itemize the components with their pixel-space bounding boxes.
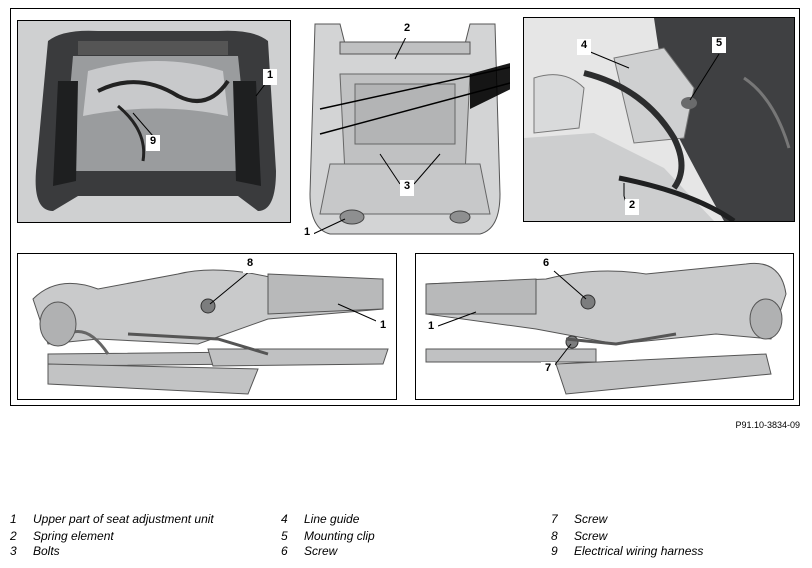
side-view-right-illustration xyxy=(425,262,787,395)
legend-label: Mounting clip xyxy=(304,529,375,543)
legend-number: 9 xyxy=(551,544,558,558)
callout-8: 8 xyxy=(247,257,253,269)
panel-line-guide-detail: 4 5 2 xyxy=(523,17,795,222)
legend-number: 8 xyxy=(551,529,558,543)
panel-side-view-right: 6 1 7 xyxy=(415,253,794,400)
legend-item: 1 Upper part of seat adjustment unit xyxy=(10,512,214,526)
legend-number: 5 xyxy=(281,529,288,543)
legend-label: Line guide xyxy=(304,512,360,526)
callout-layer-top-right: 4 5 2 xyxy=(577,37,726,215)
panel-seat-frame-front-view: 2 3 1 xyxy=(300,14,510,246)
legend-label: Spring element xyxy=(33,529,114,543)
legend-number: 4 xyxy=(281,512,288,526)
legend-label: Upper part of seat adjustment unit xyxy=(33,512,214,526)
callout-6: 6 xyxy=(543,257,549,269)
legend-label: Bolts xyxy=(33,544,60,558)
seat-frame-illustration xyxy=(35,30,276,211)
legend-item: 8 Screw xyxy=(551,529,607,543)
legend-item: 9 Electrical wiring harness xyxy=(551,544,703,558)
callout-layer-bottom-right: 6 1 7 xyxy=(424,257,587,378)
callout-2: 2 xyxy=(629,199,635,211)
legend-number: 2 xyxy=(10,529,17,543)
callout-1: 1 xyxy=(304,226,310,238)
legend-label: Screw xyxy=(304,544,338,558)
legend-label: Electrical wiring harness xyxy=(574,544,704,558)
figure-reference-code: P91.10-3834-09 xyxy=(735,420,800,430)
legend-item: 2 Spring element xyxy=(10,529,114,543)
callout-4: 4 xyxy=(581,39,588,51)
callout-1: 1 xyxy=(428,320,434,332)
callout-layer-bottom-left: 8 1 xyxy=(209,257,390,335)
callout-1: 1 xyxy=(267,69,273,81)
callout-3: 3 xyxy=(404,180,410,192)
figure-frame xyxy=(10,8,800,406)
legend-label: Screw xyxy=(574,529,608,543)
callout-1: 1 xyxy=(380,319,386,331)
panel-side-view-left: 8 1 xyxy=(17,253,397,400)
side-view-left-illustration xyxy=(32,269,389,395)
callout-5: 5 xyxy=(716,37,722,49)
legend-item: 3 Bolts xyxy=(10,544,60,558)
callout-9: 9 xyxy=(150,135,156,147)
callout-7: 7 xyxy=(545,362,551,374)
legend-label: Screw xyxy=(574,512,608,526)
legend-item: 6 Screw xyxy=(281,544,337,558)
panel-seat-frame-top-view: 1 9 xyxy=(17,20,291,223)
callout-layer-top-left: 1 9 xyxy=(132,69,277,151)
legend-item: 7 Screw xyxy=(551,512,607,526)
legend-item: 4 Line guide xyxy=(281,512,359,526)
callout-2: 2 xyxy=(404,22,410,34)
legend-number: 3 xyxy=(10,544,17,558)
legend-item: 5 Mounting clip xyxy=(281,529,375,543)
legend-number: 7 xyxy=(551,512,558,526)
legend-number: 1 xyxy=(10,512,17,526)
callout-layer-top-center: 2 3 1 xyxy=(300,22,441,242)
legend-number: 6 xyxy=(281,544,288,558)
line-guide-illustration xyxy=(524,18,794,221)
